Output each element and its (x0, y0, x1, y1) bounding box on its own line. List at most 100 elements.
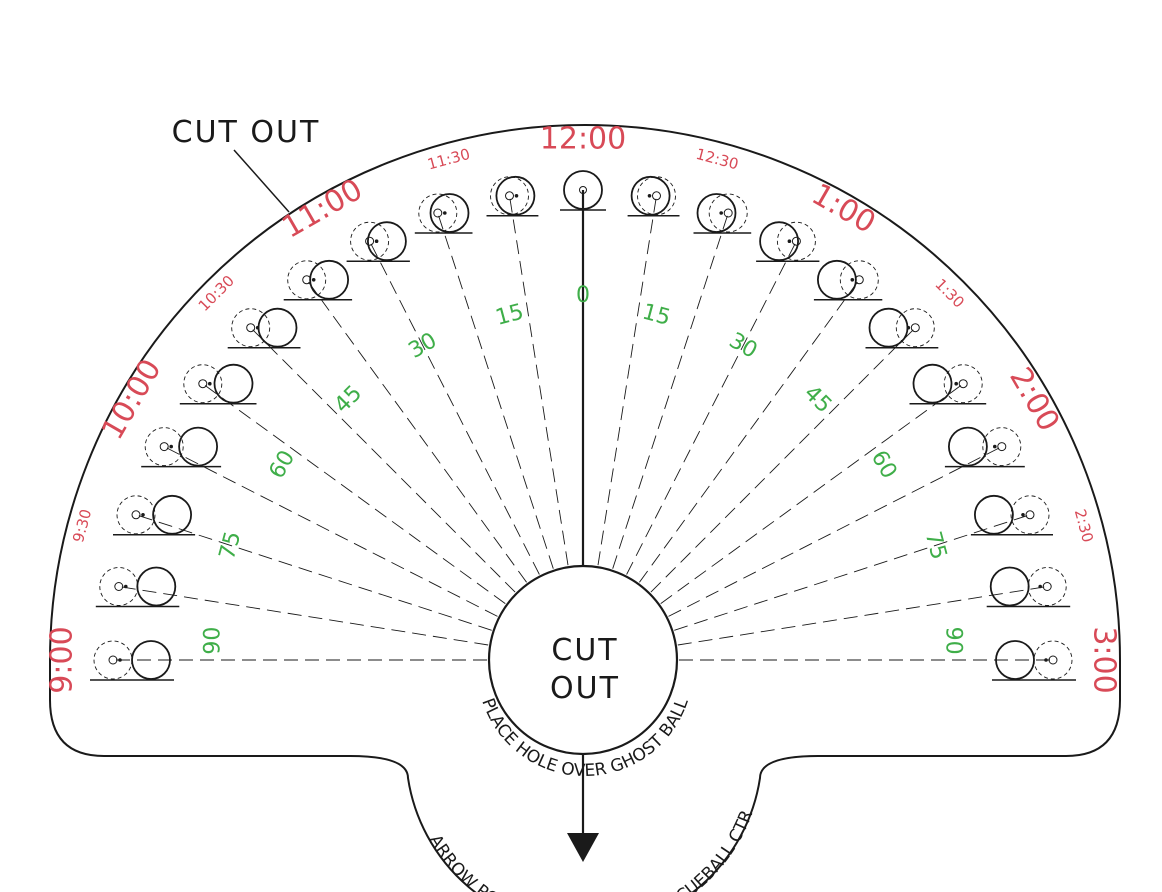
contact-point (443, 211, 447, 215)
guide-ray (660, 382, 966, 604)
contact-point (374, 239, 379, 243)
object-ball (868, 307, 909, 348)
contact-point (993, 444, 997, 449)
ghost-ball (839, 260, 879, 300)
clock-label: 11:00 (276, 172, 368, 246)
ball-pair (992, 640, 1076, 681)
contact-point (208, 381, 212, 386)
ball-pair (113, 494, 196, 536)
ball-pair (179, 363, 257, 405)
object-ball (995, 640, 1035, 680)
guide-ray (162, 445, 498, 617)
template-outline (49, 124, 1121, 892)
object-ball (989, 566, 1030, 607)
ghost-ball (1027, 567, 1067, 606)
contact-point (719, 211, 723, 215)
ball-pair (909, 363, 987, 405)
object-ball (178, 426, 219, 467)
contact-point (1038, 584, 1042, 589)
object-ball (948, 426, 988, 467)
guide-ray (639, 277, 861, 583)
ghost-ball-center (723, 208, 733, 218)
ball-pair (944, 426, 1025, 468)
contact-point (255, 325, 260, 330)
ball-pair (90, 640, 174, 681)
ghost-ball (231, 308, 271, 348)
to-cueball-instruction: TO CUEBALL CTR (648, 807, 757, 892)
object-ball (630, 175, 671, 216)
guide-ray (612, 210, 730, 569)
ball-pair (627, 175, 680, 217)
object-ball (131, 640, 171, 680)
contact-point (647, 194, 652, 198)
guide-ray (668, 445, 1004, 617)
object-ball (696, 193, 737, 233)
arrow-points-instruction: ARROW POINTS (425, 831, 535, 892)
ghost-ball-center (910, 323, 920, 333)
contact-point (954, 381, 958, 386)
object-ball (429, 193, 470, 233)
ball-pair (813, 259, 883, 301)
angle-label: 90 (201, 627, 226, 655)
object-ball (495, 175, 536, 216)
guide-ray (200, 382, 506, 604)
ghost-ball-center (433, 208, 443, 218)
clock-label: 10:00 (95, 353, 169, 445)
object-ball (136, 566, 177, 607)
guide-ray (597, 193, 658, 566)
contact-point (787, 239, 792, 243)
ghost-ball-center (246, 323, 256, 333)
ball-pair (693, 193, 752, 234)
clock-label: 12:30 (694, 145, 740, 174)
clock-label: 1:00 (806, 177, 882, 241)
clock-label: 11:30 (426, 145, 472, 174)
contact-point (118, 658, 122, 662)
ghost-ball-center (1042, 582, 1052, 591)
ghost-ball-center (131, 510, 141, 520)
ghost-ball (708, 193, 748, 233)
guide-ray (626, 239, 798, 575)
object-ball (817, 259, 857, 300)
guide-ray (436, 210, 554, 569)
ghost-ball (943, 364, 983, 404)
ball-pair (141, 426, 222, 468)
ghost-ball-center (1048, 655, 1058, 665)
contact-point (514, 194, 519, 198)
ghost-ball-center (114, 582, 124, 591)
ghost-ball-center (652, 191, 661, 201)
angle-label: 60 (866, 446, 902, 483)
ghost-ball (776, 221, 816, 261)
ball-pair (95, 566, 180, 608)
contact-point (906, 325, 911, 330)
angle-label: 90 (941, 627, 966, 655)
ghost-ball (116, 495, 156, 535)
clock-label: 9:30 (69, 507, 95, 544)
ghost-ball-center (997, 442, 1007, 452)
ball-pair (227, 307, 301, 349)
ghost-ball (144, 427, 184, 467)
center-cut-out-hole (487, 564, 679, 756)
ghost-ball-center (958, 379, 968, 389)
contact-point (311, 278, 316, 282)
object-ball (974, 494, 1014, 535)
ghost-ball-center (159, 442, 169, 452)
ghost-ball (418, 193, 458, 233)
object-ball (257, 307, 298, 348)
ball-pair (865, 307, 939, 349)
object-ball (759, 221, 799, 262)
ball-pairs (90, 170, 1076, 681)
clock-label: 2:30 (1071, 507, 1097, 544)
clock-label: 3:00 (1087, 626, 1122, 693)
guide-ray (305, 277, 527, 583)
ghost-ball (287, 260, 327, 300)
cut-out-annotation: CUT OUT (172, 115, 321, 150)
ghost-ball-center (505, 191, 514, 201)
ball-pair (756, 221, 820, 262)
ghost-ball (1010, 495, 1050, 535)
object-ball (912, 363, 953, 404)
contact-point (850, 278, 855, 282)
ball-pair (283, 259, 353, 301)
ball-pair (414, 193, 473, 234)
angle-label: 30 (405, 328, 442, 364)
